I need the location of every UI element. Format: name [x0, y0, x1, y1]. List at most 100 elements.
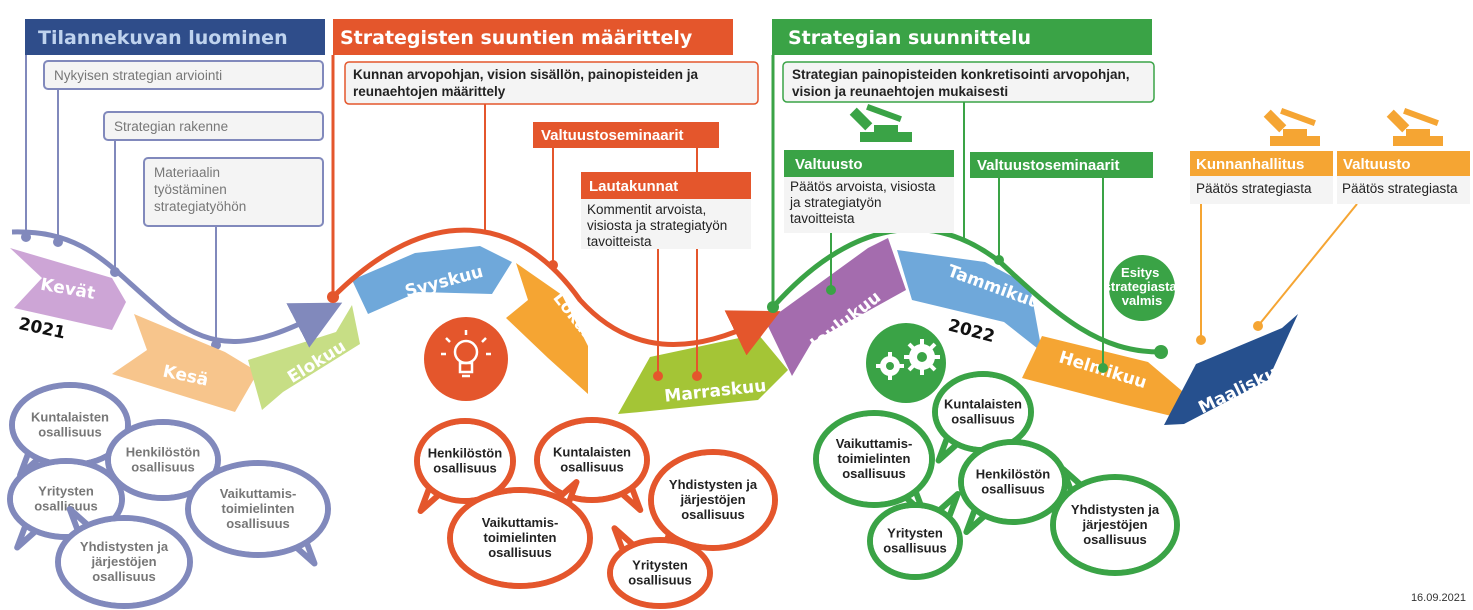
speech-bubble-fill — [964, 445, 1062, 519]
p3-esitys-circle: Esitys strategiasta valmis — [1104, 255, 1181, 321]
speech-bubble-fill — [1056, 480, 1174, 570]
p2-lautakunnat: Lautakunnat Kommentit arvoista, visiosta… — [581, 172, 751, 249]
final-dots — [1196, 321, 1263, 345]
phase-header-1: Tilannekuvan luominen — [25, 19, 325, 55]
phase-3-title: Strategian suunnittelu — [788, 27, 1031, 49]
timeline-curve-blue — [11, 229, 343, 348]
p3-valtuusto-label: Valtuusto — [795, 156, 863, 173]
p1-box-materiaali-text: Materiaalin työstäminen strategiatyöhön — [154, 165, 246, 214]
date-stamp: 16.09.2021 — [1411, 592, 1466, 604]
p2-connectors — [484, 104, 698, 376]
phase-header-2: Strategisten suuntien määrittely — [333, 19, 733, 55]
phase-2-title: Strategisten suuntien määrittely — [340, 27, 693, 49]
speech-bubble-fill — [420, 424, 510, 498]
speech-bubble-fill — [111, 425, 215, 495]
final-valtuusto-desc: Päätös strategiasta — [1342, 181, 1458, 196]
p1-box-arviointi: Nykyisen strategian arviointi — [43, 60, 324, 90]
speech-bubble-fill — [540, 423, 644, 497]
chevron-kevat: Kevät — [10, 248, 126, 330]
phase-header-3: Strategian suunnittelu — [772, 19, 1152, 55]
final-kunnanhallitus-desc: Päätös strategiasta — [1196, 181, 1312, 196]
final-connectors — [1200, 203, 1358, 340]
p1-box-rakenne-text: Strategian rakenne — [114, 119, 228, 134]
p3-esitys-text: Esitys strategiasta valmis — [1104, 265, 1181, 308]
chevron-syyskuu: Syyskuu — [352, 246, 512, 314]
chevron-maaliskuu: Maaliskuu — [1164, 314, 1298, 425]
speech-bubble-fill — [453, 493, 587, 583]
p3-connectors — [830, 102, 1104, 368]
speech-bubble-fill — [13, 464, 119, 534]
p3-valtuusto: Valtuusto Päätös arvoista, visiosta ja s… — [784, 150, 954, 233]
p3-dots — [826, 255, 1108, 373]
p2-dots — [548, 260, 702, 381]
p2-box-arvopohja-text: Kunnan arvopohjan, vision sisällön, pain… — [353, 67, 702, 99]
speech-bubble-fill — [61, 521, 187, 603]
p1-box-rakenne: Strategian rakenne — [103, 111, 324, 141]
chevron-marraskuu: Marraskuu — [618, 334, 788, 414]
p1-box-materiaali: Materiaalin työstäminen strategiatyöhön — [143, 157, 324, 227]
p3-valtuusto-desc: Päätös arvoista, visiosta ja strategiaty… — [789, 179, 939, 226]
speech-bubble-fill — [613, 543, 707, 603]
final-valtuusto: Valtuusto Päätös strategiasta — [1337, 151, 1470, 204]
gears-icon — [866, 323, 946, 403]
lightbulb-icon — [424, 317, 508, 401]
chevron-kesa: Kesä — [112, 314, 258, 412]
speech-bubble-fill — [938, 377, 1028, 447]
phase-1-title: Tilannekuvan luominen — [38, 27, 288, 49]
p2-lautakunnat-desc: Kommentit arvoista, visiosta ja strategi… — [587, 202, 731, 249]
p2-lautakunnat-label: Lautakunnat — [589, 178, 678, 195]
gavel-icon-green — [849, 104, 912, 142]
year-2022: 2022 — [946, 316, 997, 348]
green-end-dot — [1154, 345, 1168, 359]
p2-box-arvopohja: Kunnan arvopohjan, vision sisällön, pain… — [344, 61, 759, 105]
chevron-lokakuu: Lokakuu — [506, 263, 614, 394]
final-kunnanhallitus: Kunnanhallitus Päätös strategiasta — [1190, 151, 1333, 204]
speech-bubble-fill — [819, 416, 929, 502]
p3-valtuustoseminaarit: Valtuustoseminaarit — [970, 152, 1153, 178]
p3-box-konkretisointi: Strategian painopisteiden konkretisointi… — [782, 61, 1155, 103]
final-kunnanhallitus-label: Kunnanhallitus — [1196, 156, 1304, 173]
p2-valtuustoseminaarit-label: Valtuustoseminaarit — [541, 127, 684, 144]
p3-valtuustoseminaarit-label: Valtuustoseminaarit — [977, 157, 1120, 174]
gavel-icon-amber-1 — [1263, 108, 1320, 146]
phase-1-connectors — [25, 55, 217, 345]
final-valtuusto-label: Valtuusto — [1343, 156, 1411, 173]
p1-box-arviointi-text: Nykyisen strategian arviointi — [54, 68, 222, 83]
timeline-curve-orange — [331, 227, 781, 356]
year-2021: 2021 — [17, 314, 67, 343]
gavel-icon-amber-2 — [1386, 108, 1443, 146]
speech-bubble-fill — [873, 508, 957, 574]
speech-bubble-fill — [15, 388, 125, 462]
speech-bubble-fill — [191, 466, 325, 552]
p3-box-konkretisointi-text: Strategian painopisteiden konkretisointi… — [792, 67, 1133, 99]
